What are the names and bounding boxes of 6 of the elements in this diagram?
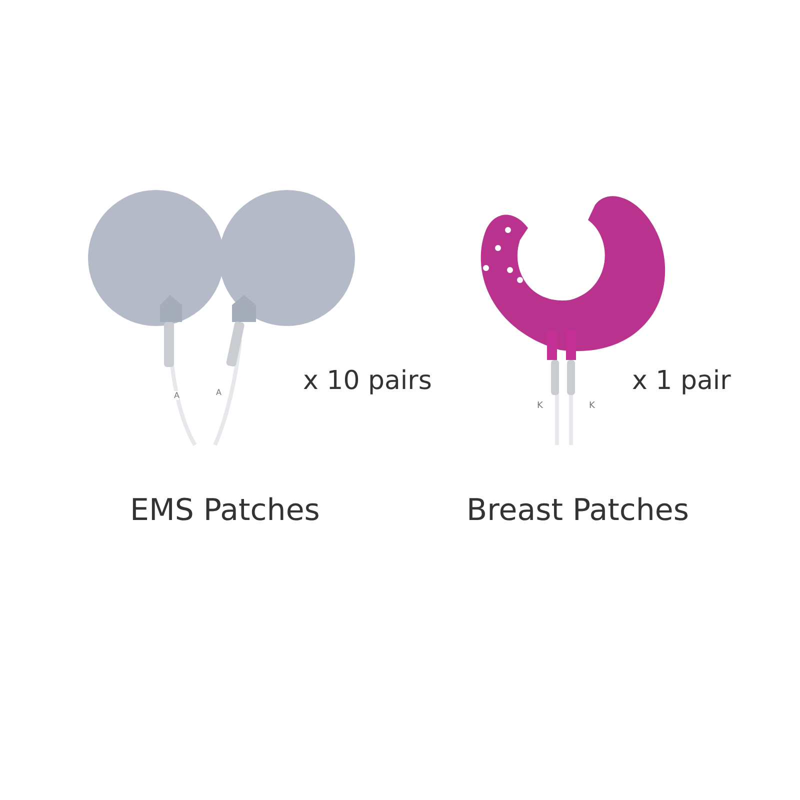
product-name: EMS Patches [130, 494, 320, 528]
quantity-label: x 10 pairs [303, 367, 432, 397]
cable-tag: A [174, 391, 180, 400]
quantity-label: x 1 pair [632, 367, 731, 397]
product-name: Breast Patches [466, 494, 690, 528]
cable-tag: A [216, 388, 222, 398]
